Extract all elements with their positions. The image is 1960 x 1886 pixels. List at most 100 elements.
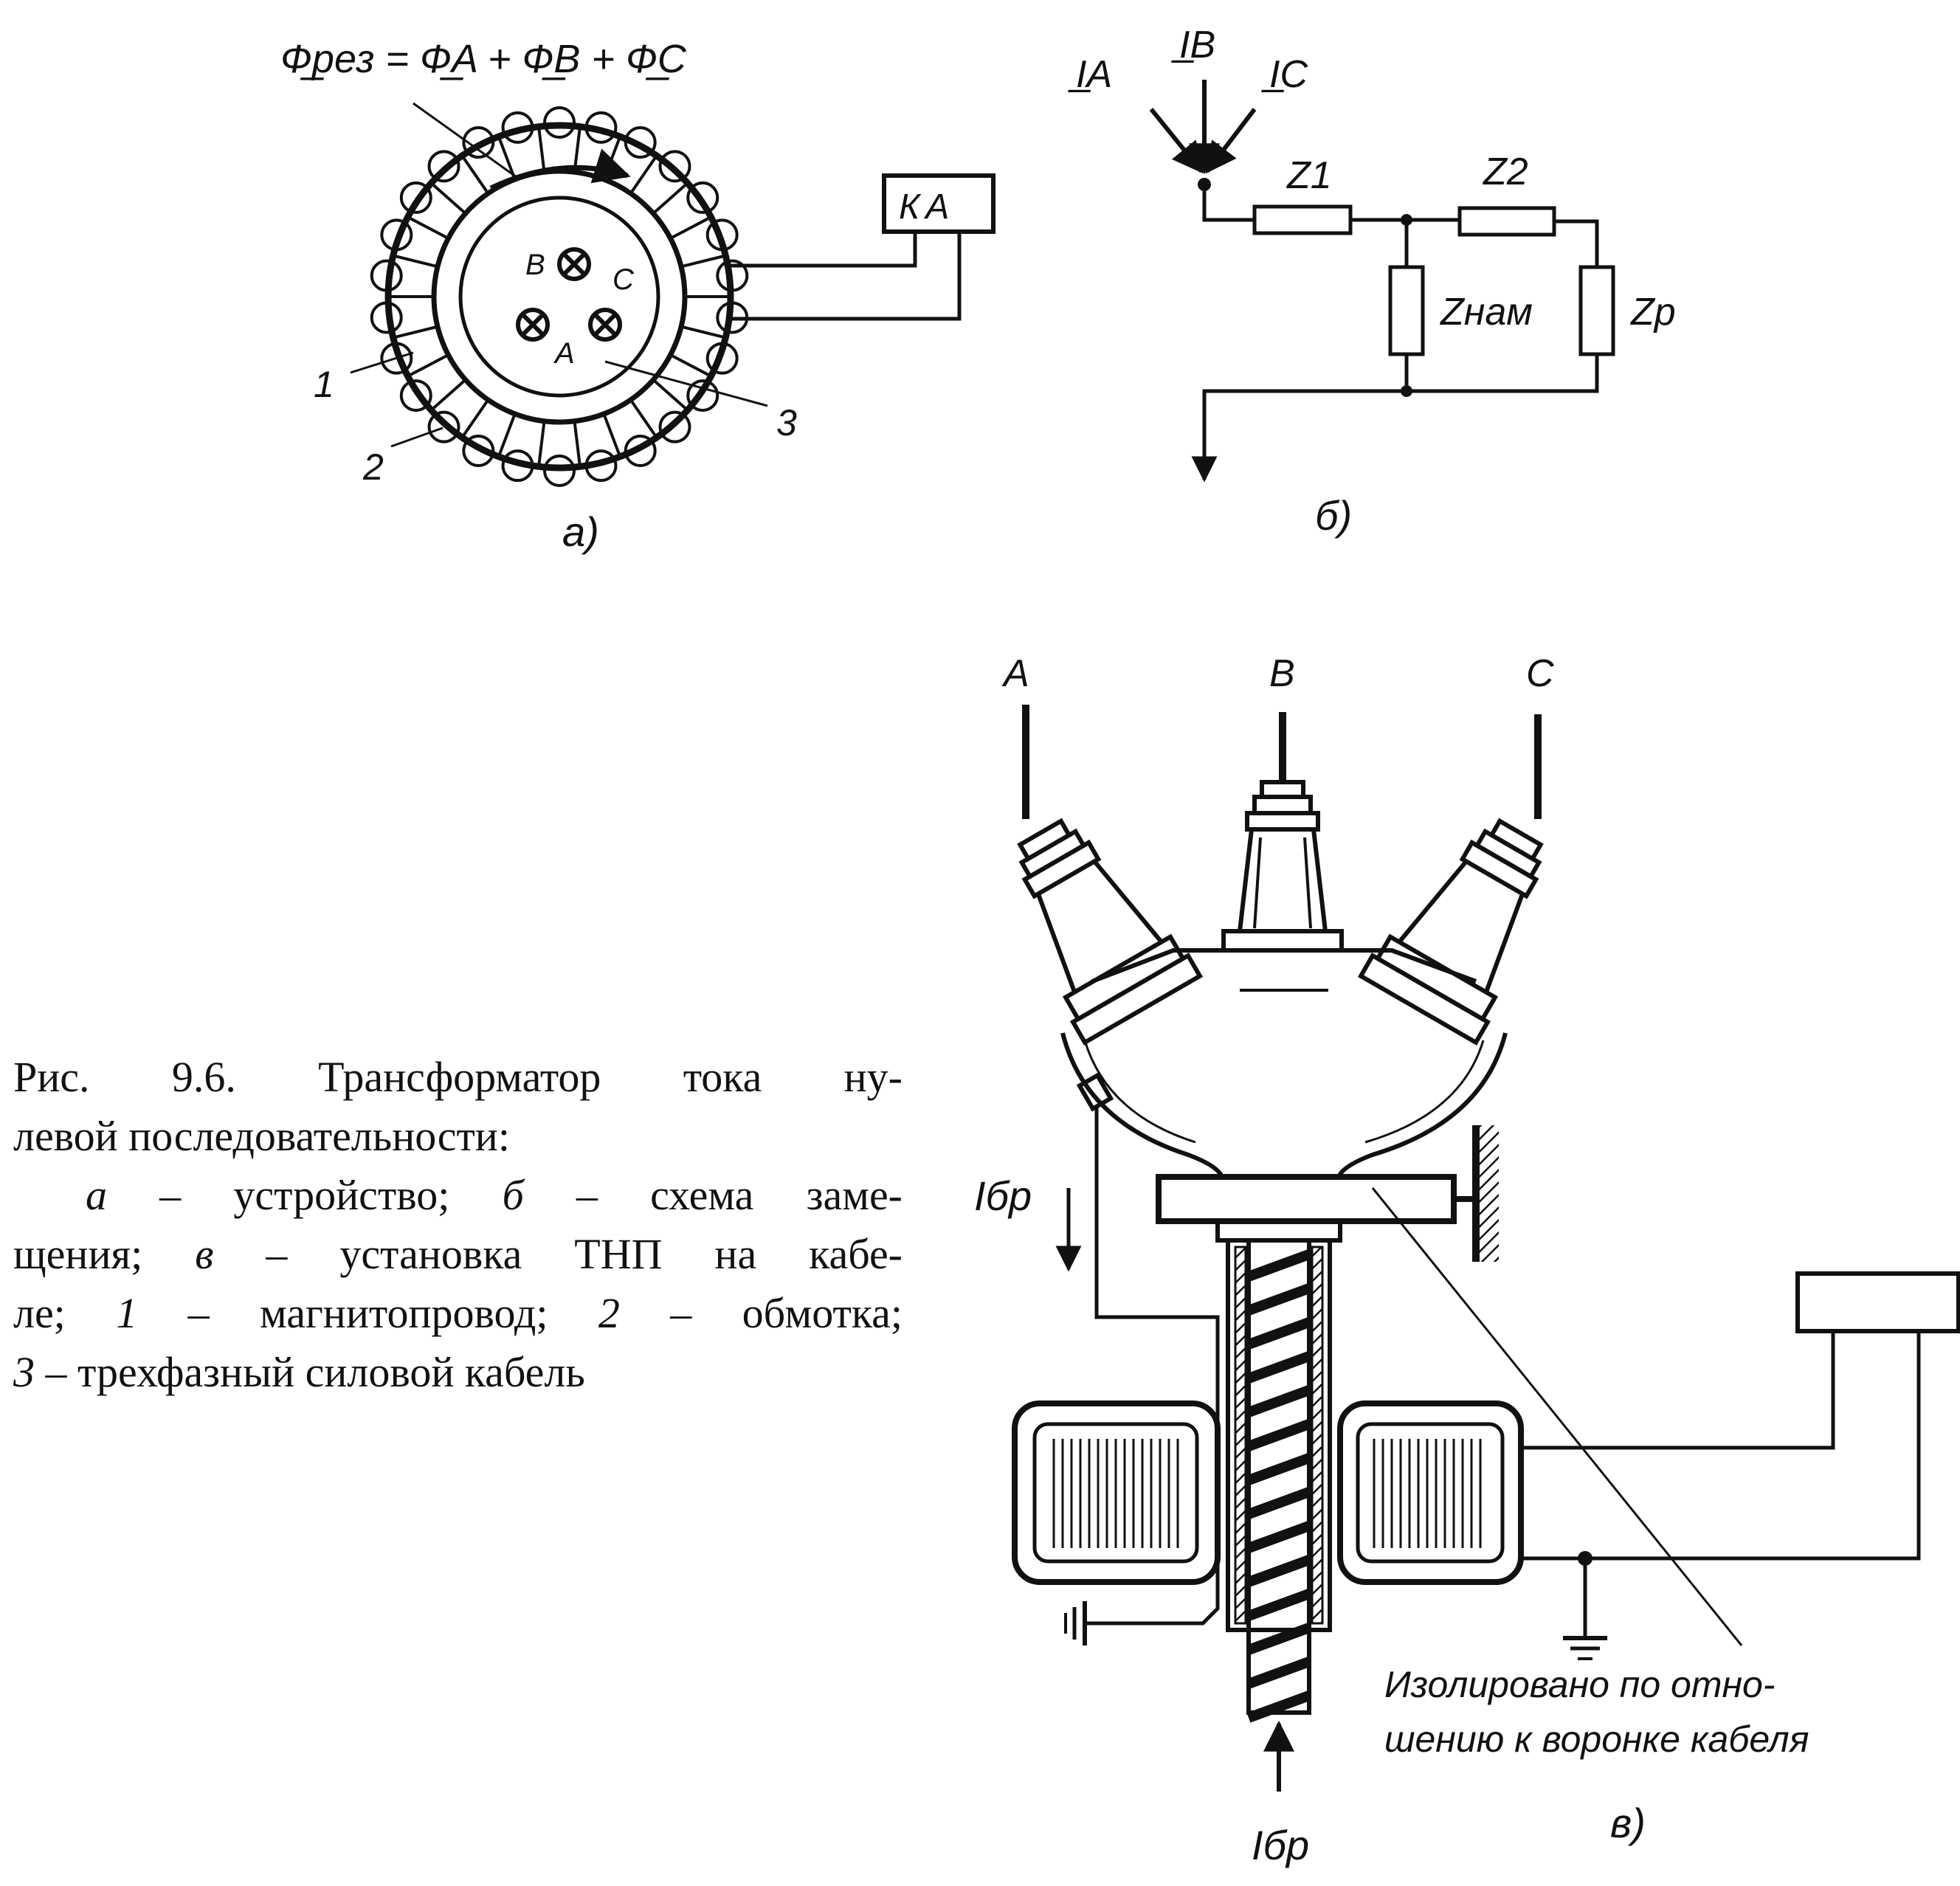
caption-line-5: ле; 1 – магнитопровод; 2 – обмотка;	[13, 1284, 903, 1343]
label-current-top: Iбр	[974, 1172, 1032, 1219]
wire-z2-zp	[1554, 219, 1599, 267]
caption-line-6: 3 – трехфазный силовой кабель	[13, 1343, 903, 1402]
wire-input	[1202, 184, 1255, 222]
caption-text: щения;	[13, 1230, 196, 1278]
core-segment	[537, 126, 546, 173]
label-z1: Z1	[1286, 154, 1332, 197]
support-flange	[1156, 1174, 1457, 1224]
armor-stripe	[1246, 1555, 1311, 1587]
core-segment	[407, 215, 449, 240]
label-z2: Z2	[1482, 151, 1528, 193]
core-segment	[629, 398, 658, 439]
caption-title-2: левой последовательности:	[13, 1112, 510, 1160]
caption-line-4: щения; в – установка ТНП на кабе-	[13, 1225, 903, 1284]
armor-stripe	[1246, 1419, 1311, 1451]
bushing-a	[1017, 818, 1204, 1046]
flux-formula: Ф̲рез = Ф̲A + Ф̲B + Ф̲C	[280, 37, 687, 81]
winding-turn	[658, 150, 691, 183]
winding-turn	[370, 301, 403, 334]
node-bottom	[1401, 385, 1412, 397]
label-phase-a: A	[553, 337, 575, 370]
note-leader	[1371, 1187, 1743, 1646]
panel-label-a: а)	[562, 508, 599, 555]
core-segment	[393, 325, 438, 339]
winding-turn	[705, 218, 739, 252]
label-current-b: I̲B	[1171, 24, 1216, 66]
resistor-z2	[1457, 206, 1556, 237]
winding-turn	[624, 126, 657, 159]
core-segment	[680, 254, 726, 269]
caption-key-b: б	[502, 1171, 524, 1219]
relay-v-lead-upper	[1521, 1331, 1835, 1450]
caption-key-2: 2	[598, 1289, 620, 1337]
caption-line-3: а – устройство; б – схема заме-	[13, 1166, 903, 1225]
caption-key-3: 3	[13, 1348, 35, 1396]
label-znam: Zнам	[1439, 291, 1533, 334]
label-phase-c: C	[612, 263, 635, 296]
bushing-c	[1357, 818, 1544, 1046]
formula-leader	[413, 102, 517, 179]
winding-turn	[686, 379, 720, 412]
core-segment	[430, 182, 467, 215]
armor-stripe	[1246, 1283, 1311, 1316]
current-c-arrow	[1205, 108, 1257, 174]
core-segment	[602, 413, 622, 457]
core-segment	[460, 398, 490, 439]
current-a-arrow	[1149, 108, 1204, 174]
winding-turn	[501, 111, 534, 144]
note-line-2: шению к воронке кабеля	[1384, 1719, 1809, 1760]
relay-ka-box	[882, 173, 995, 234]
winding-turn	[370, 259, 403, 292]
armor-stripe	[1246, 1487, 1311, 1519]
conductor-phase-a	[516, 308, 550, 342]
armor-stripe	[1246, 1351, 1311, 1384]
caption-desc-b: – схема заме-	[523, 1171, 903, 1219]
winding-turn	[705, 342, 739, 375]
core-segment	[430, 379, 467, 412]
winding-turn	[462, 434, 495, 467]
winding-turn	[427, 410, 460, 443]
relay-lead-lower	[727, 232, 962, 321]
relay-box-v	[1795, 1271, 1960, 1333]
relay-lead-upper	[727, 232, 917, 268]
armor-stripe	[1246, 1589, 1311, 1621]
winding-turn	[584, 449, 618, 483]
winding-turn	[399, 379, 432, 412]
panel-label-b: б)	[1315, 492, 1352, 539]
core-segment	[573, 421, 582, 467]
callout-2-leader	[390, 426, 444, 448]
ct-winding-right	[1337, 1400, 1524, 1585]
label-current-c: I̲C	[1261, 53, 1308, 96]
armor-stripe	[1246, 1657, 1311, 1689]
winding-turn	[399, 181, 432, 214]
toroid-core	[370, 106, 749, 487]
caption-desc-a: – устройство;	[107, 1171, 503, 1219]
label-current-a: I̲A	[1068, 53, 1113, 96]
caption-key-v: в	[195, 1230, 214, 1278]
core-segment	[573, 126, 582, 173]
core-segment	[669, 353, 712, 378]
core-segment	[537, 421, 546, 467]
cable-armor-stripes	[1246, 1249, 1311, 1723]
bushing-b	[1221, 780, 1344, 953]
caption-desc-v: – установка ТНП на кабе-	[213, 1230, 903, 1278]
conductor-phase-b	[557, 247, 591, 281]
armor-stripe	[1246, 1453, 1311, 1485]
caption-title-1: Рис. 9.6. Трансформатор тока ну-	[13, 1053, 903, 1101]
callout-3: 3	[776, 402, 797, 443]
core-segment	[652, 379, 689, 412]
label-current-bottom: Iбр	[1252, 1822, 1309, 1868]
winding-turn	[427, 150, 460, 183]
armor-stripe	[1246, 1690, 1311, 1723]
winding-turn	[380, 342, 413, 375]
label-zp: Zр	[1629, 291, 1676, 334]
winding-turn	[543, 106, 576, 139]
label-phase-c-v: C	[1526, 652, 1554, 695]
armor-stripe	[1246, 1385, 1311, 1417]
caption-key-a: а	[86, 1171, 107, 1219]
panel-label-v: в)	[1610, 1800, 1646, 1846]
winding-turn	[462, 126, 495, 159]
resistor-znam	[1388, 265, 1425, 356]
caption-key-1: 1	[116, 1289, 138, 1337]
